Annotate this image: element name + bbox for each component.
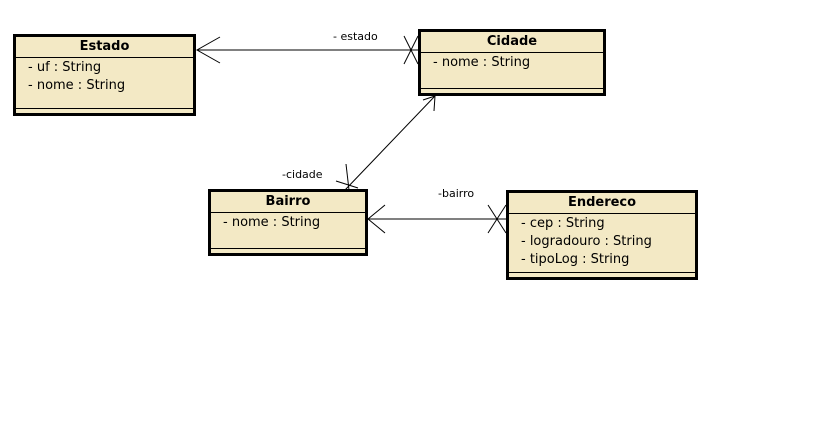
class-endereco-operations <box>509 272 695 273</box>
role-label-estado: - estado <box>333 30 378 43</box>
class-estado-attributes: - uf : String - nome : String <box>16 58 193 95</box>
class-endereco-attributes: - cep : String - logradouro : String - t… <box>509 214 695 269</box>
association-cidade-line <box>344 95 436 191</box>
class-bairro-name: Bairro <box>211 192 365 213</box>
cross-mark-cidade-1 <box>335 180 359 189</box>
class-estado[interactable]: Estado - uf : String - nome : String <box>13 34 196 116</box>
cross-mark-bairro-2 <box>487 204 507 234</box>
arrowhead-cidade <box>422 95 436 112</box>
arrowhead-estado <box>195 36 221 64</box>
cross-mark-cidade-2 <box>345 163 350 191</box>
attribute: - logradouro : String <box>521 234 652 249</box>
role-label-cidade: -cidade <box>282 168 323 181</box>
attribute: - nome : String <box>433 55 531 70</box>
class-cidade-name: Cidade <box>421 32 603 53</box>
class-bairro-attributes: - nome : String <box>211 213 365 232</box>
class-estado-name: Estado <box>16 37 193 58</box>
class-cidade-operations <box>421 88 603 89</box>
class-bairro-operations <box>211 248 365 249</box>
arrowhead-bairro <box>367 204 386 234</box>
attribute: - nome : String <box>223 215 321 230</box>
class-endereco[interactable]: Endereco - cep : String - logradouro : S… <box>506 190 698 280</box>
class-endereco-name: Endereco <box>509 193 695 214</box>
cross-mark-estado-2 <box>403 35 419 65</box>
class-cidade-attributes: - nome : String <box>421 53 603 72</box>
attribute: - nome : String <box>28 78 126 93</box>
attribute: - uf : String <box>28 60 102 75</box>
class-bairro[interactable]: Bairro - nome : String <box>208 189 368 256</box>
attribute: - cep : String <box>521 216 605 231</box>
class-cidade[interactable]: Cidade - nome : String <box>418 29 606 96</box>
class-estado-operations <box>16 108 193 109</box>
attribute: - tipoLog : String <box>521 252 630 267</box>
role-label-bairro: -bairro <box>438 187 475 200</box>
